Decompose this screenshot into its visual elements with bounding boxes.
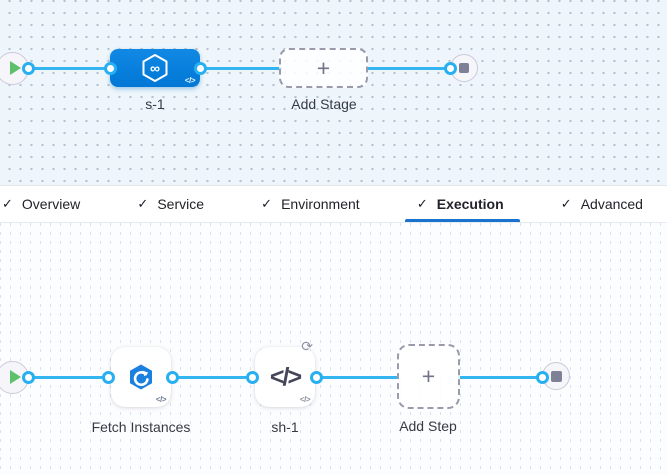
tab-execution[interactable]: ✓ Execution [404,186,520,222]
plus-icon: + [421,363,436,389]
check-icon: ✓ [261,196,273,211]
add-stage-button[interactable]: + [279,48,368,88]
tab-overview[interactable]: ✓ Overview [2,196,81,212]
stage-node-s1[interactable]: ∞ </> [110,49,200,87]
port-start[interactable] [22,61,35,75]
yaml-code-badge: </> [184,76,196,85]
add-step-button[interactable]: + [397,344,460,409]
port-fetch-left[interactable] [101,370,115,384]
check-icon: ✓ [2,196,13,211]
shell-script-icon: </> [269,362,302,391]
port-stage-left[interactable] [104,61,117,75]
stop-icon [550,370,562,382]
stop-icon [459,63,469,73]
edge-stage-to-addstage [202,66,282,70]
looping-strategy-icon: ⟳ [301,338,313,354]
step-node-sh1[interactable]: ⟳ </> </> [255,338,315,407]
edge-sh1-to-addstep [320,375,399,379]
edge-addstep-to-end [458,375,538,379]
edge-addstage-to-end [366,66,448,70]
tab-service[interactable]: ✓ Service [137,196,205,212]
port-fetch-right[interactable] [165,370,179,384]
check-icon: ✓ [137,196,149,211]
add-stage-label: Add Stage [291,96,357,112]
add-step-label: Add Step [399,418,457,434]
step-node-fetch-instances[interactable]: </> [111,347,171,407]
play-icon [9,61,21,75]
step-label-sh1: sh-1 [271,419,299,435]
port-stage-right[interactable] [194,61,207,75]
check-icon: ✓ [560,196,572,211]
port-end[interactable] [444,61,457,75]
yaml-code-badge: </> [155,395,167,404]
stage-graph-canvas[interactable]: ∞ </> s-1 + Add Stage [0,0,667,186]
port-sh1-left[interactable] [245,370,259,384]
edge-start-to-fetch [26,375,106,379]
port-exec-start[interactable] [22,370,35,384]
stage-label: s-1 [145,96,165,112]
port-exec-end[interactable] [535,370,549,384]
port-sh1-right[interactable] [309,370,323,384]
edge-fetch-to-sh1 [176,375,252,379]
fetch-instances-icon [130,364,152,390]
step-label-fetch-instances: Fetch Instances [91,419,191,435]
plus-icon: + [316,54,331,81]
cd-stage-icon: ∞ [140,53,170,83]
edge-start-to-stage [26,66,108,70]
yaml-code-badge: </> [299,395,311,404]
tab-environment[interactable]: ✓ Environment [261,196,360,212]
check-icon: ✓ [416,196,428,211]
play-icon [9,370,21,384]
execution-graph-canvas[interactable]: </> Fetch Instances ⟳ </> </> sh-1 + Add… [0,223,667,475]
tab-advanced[interactable]: ✓ Advanced [560,196,643,212]
stage-config-tabbar: ✓ Overview ✓ Service ✓ Environment ✓ Exe… [0,186,667,223]
